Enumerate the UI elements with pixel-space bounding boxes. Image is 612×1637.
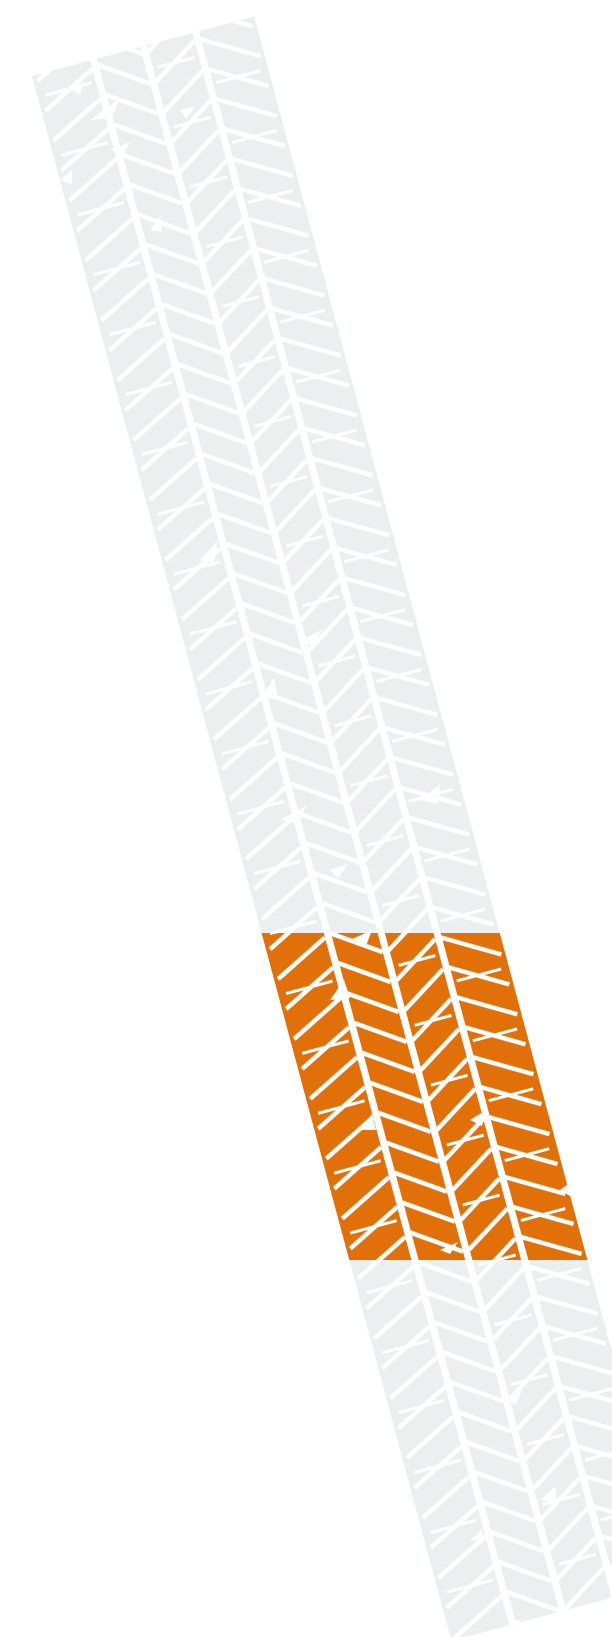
orange-highlight-band <box>32 933 612 1260</box>
groove-center <box>140 45 567 1612</box>
track-band <box>32 16 612 1637</box>
highlight-groove-center <box>140 933 567 1260</box>
highlight-groove-right <box>192 933 612 1260</box>
track-tread <box>32 16 612 1637</box>
wear-specks <box>60 84 576 1542</box>
highlight-tread <box>32 933 612 1260</box>
highlight-groove-left <box>89 933 517 1260</box>
